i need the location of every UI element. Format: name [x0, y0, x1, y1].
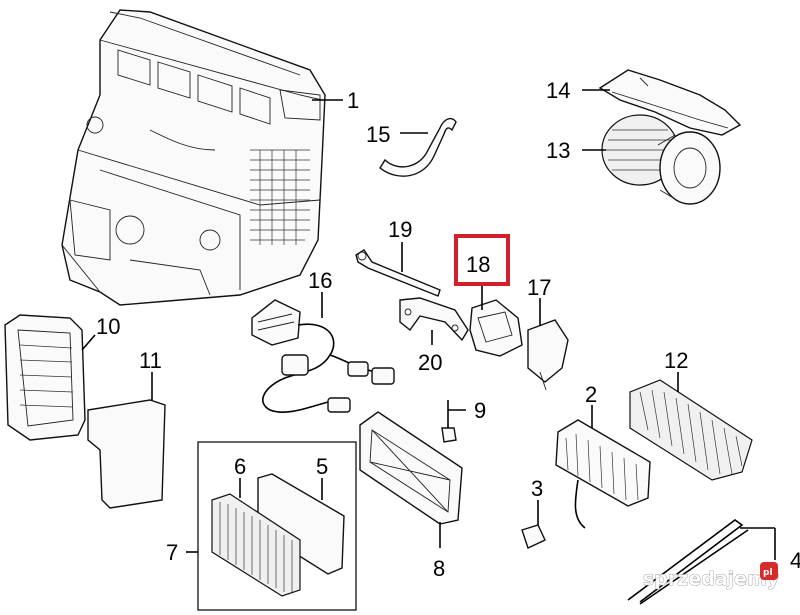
- label-10: 10: [96, 314, 120, 339]
- bolt-part: [441, 400, 457, 443]
- watermark-badge: [760, 562, 778, 580]
- label-19: 19: [388, 217, 412, 242]
- leader-lines: [81, 89, 776, 560]
- label-3: 3: [531, 476, 543, 501]
- label-18: 18: [466, 252, 490, 277]
- watermark-text: sprzedajemy: [643, 568, 780, 590]
- label-9: 9: [474, 398, 486, 423]
- actuator-rod-part: [355, 249, 441, 297]
- highlight-box-18: [454, 234, 510, 286]
- case-part-10: [4, 314, 86, 441]
- watermark-badge-text: pl: [763, 568, 773, 578]
- label-4: 4: [790, 548, 800, 573]
- part-number-labels: 1 15 14 13 19 16 18 17 20 10 11 9 12 2 3…: [96, 78, 800, 581]
- label-5: 5: [316, 454, 328, 479]
- label-12: 12: [664, 348, 688, 373]
- watermark: sprzedajemy pl: [643, 562, 780, 590]
- clip-part: [521, 524, 546, 549]
- filter-frame-part: [359, 411, 463, 525]
- panel-part-11: [87, 399, 166, 509]
- hvac-housing-part: [61, 9, 326, 306]
- label-6: 6: [234, 454, 246, 479]
- blower-cover-part: [598, 69, 742, 136]
- label-20: 20: [418, 350, 442, 375]
- blower-motor-part: [601, 114, 721, 205]
- label-16: 16: [308, 268, 332, 293]
- label-8: 8: [433, 556, 445, 581]
- label-2: 2: [585, 382, 597, 407]
- label-17: 17: [527, 275, 551, 300]
- hose-part: [379, 117, 457, 177]
- control-module-part: [527, 319, 569, 391]
- actuator-part-18: [469, 299, 523, 357]
- label-14: 14: [546, 78, 570, 103]
- cabin-filter-part: [629, 379, 753, 481]
- label-13: 13: [546, 138, 570, 163]
- pipe-part: [627, 519, 749, 605]
- wiring-harness-part: [251, 299, 395, 413]
- filter-kit-group: [197, 441, 357, 611]
- label-11: 11: [139, 348, 162, 373]
- label-1: 1: [347, 88, 359, 113]
- bracket-part: [399, 297, 469, 342]
- label-7: 7: [166, 540, 178, 565]
- evaporator-part: [555, 419, 651, 529]
- label-15: 15: [366, 122, 390, 147]
